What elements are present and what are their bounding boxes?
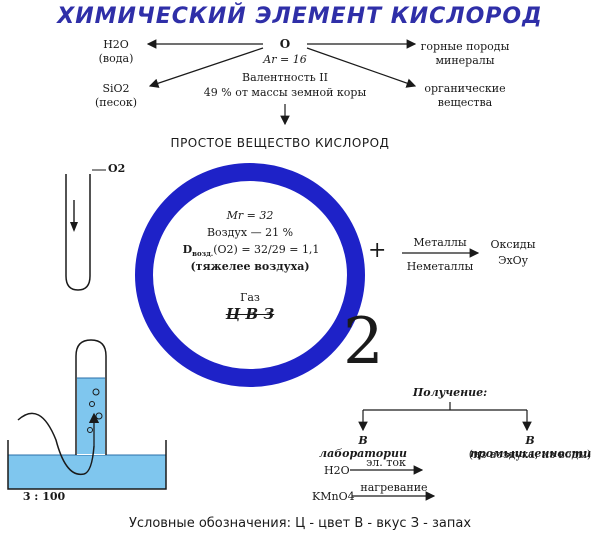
metals-label: Металлы — [413, 236, 467, 249]
earth-crust-share: 49 % от массы земной коры — [203, 86, 367, 99]
sand-name: (песок) — [94, 96, 138, 109]
water-formula: H2O — [103, 38, 129, 51]
organic-label-1: органические — [424, 82, 506, 95]
big-o-letter — [135, 163, 365, 387]
industry-method: В промышленности — [470, 434, 592, 460]
lab-method: В лаборатории — [319, 434, 407, 460]
organic-label-2: вещества — [437, 96, 493, 109]
gas-label: Газ — [240, 291, 260, 304]
air-content: Воздух — 21 % — [206, 226, 294, 239]
obtaining-heading: Получение: — [412, 386, 488, 399]
heating-label: нагревание — [360, 481, 428, 494]
solubility-ratio: 3 : 100 — [22, 490, 66, 503]
element-symbol: O — [279, 37, 291, 51]
industry-source: (из воздуха, из воды) — [468, 448, 592, 461]
permanganate-reactant: KMnO4 — [312, 490, 355, 503]
oxides-formula: ЭxOy — [498, 254, 528, 267]
molar-mass: Mr = 32 — [226, 209, 274, 222]
legend: Условные обозначения: Ц - цвет В - вкус … — [128, 516, 472, 531]
electric-current-label: эл. ток — [366, 456, 406, 469]
no-color-taste-smell: Ц В З — [225, 305, 275, 323]
plus-sign: + — [368, 238, 387, 263]
water-name: (вода) — [98, 52, 134, 65]
oxides-label: Оксиды — [490, 238, 536, 251]
atomic-mass: Ar = 16 — [263, 53, 307, 66]
page-title: ХИМИЧЕСКИЙ ЭЛЕМЕНТ КИСЛОРОД — [57, 4, 543, 29]
sand-formula: SiO2 — [102, 82, 130, 95]
density-value: (O2) = 32/29 = 1,1 — [213, 243, 320, 256]
relative-density: Dвозд.(O2) = 32/29 = 1,1 — [176, 243, 326, 260]
water-reactant: H2O — [324, 464, 350, 477]
simple-substance-heading: ПРОСТОЕ ВЕЩЕСТВО КИСЛОРОД — [170, 136, 390, 150]
vessel — [7, 440, 167, 490]
heavier-than-air: (тяжелее воздуха) — [190, 260, 310, 273]
density-symbol: Dвозд. — [182, 243, 214, 259]
rocks-label-1: горные породы — [420, 40, 510, 53]
tube-o2-label: O2 — [108, 162, 126, 175]
arrow-to-organic — [306, 47, 417, 88]
valence: Валентность II — [242, 71, 328, 84]
big-o-index: 2 — [343, 305, 384, 379]
delivery-tube — [17, 412, 95, 476]
rocks-label-2: минералы — [435, 54, 495, 67]
nonmetals-label: Неметаллы — [406, 260, 474, 273]
arrow-to-sand — [148, 47, 264, 88]
